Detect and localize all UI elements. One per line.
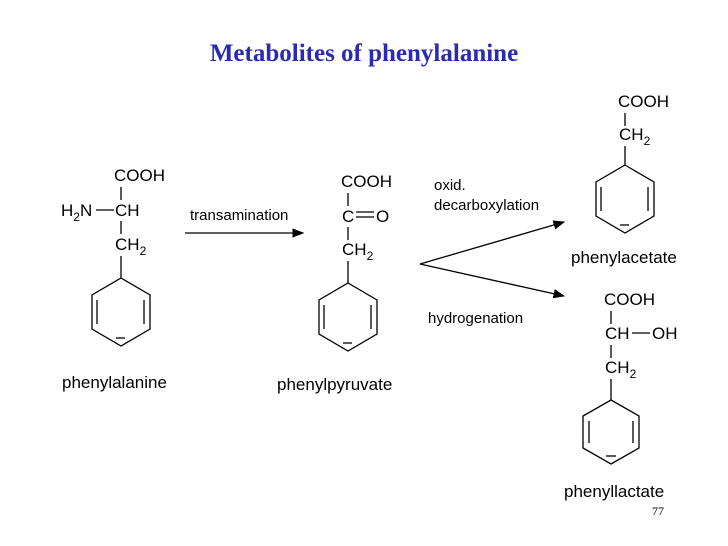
phenylpyruvate-label: phenylpyruvate <box>277 375 392 394</box>
phenylpyruvate-structure: COOH C O CH2 phenylpyruvate <box>277 172 392 394</box>
phenylacetate-benzene-ring <box>595 164 655 234</box>
phenylacetate-label: phenylacetate <box>571 248 677 267</box>
phenylalanine-amino-group: H2N <box>61 201 92 224</box>
hydrogenation-label: hydrogenation <box>428 310 523 327</box>
phenylpyruvate-cooh: COOH <box>341 172 392 191</box>
transamination-label: transamination <box>190 207 288 224</box>
phenylacetate-cooh: COOH <box>618 92 669 111</box>
phenylacetate-ch2: CH2 <box>619 125 651 148</box>
phenyllactate-ch2: CH2 <box>605 358 637 381</box>
hydrogenation-arrow <box>419 263 566 299</box>
phenyllactate-oh: OH <box>652 324 678 343</box>
phenyllactate-structure: COOH CH OH CH2 phenyllactate <box>564 290 678 501</box>
phenyllactate-ch: CH <box>605 324 630 343</box>
slide-title: Metabolites of phenylalanine <box>210 40 518 67</box>
phenyllactate-benzene-ring <box>582 399 640 465</box>
phenylalanine-ch2: CH2 <box>115 235 147 258</box>
phenylpyruvate-carbonyl-c: C <box>342 207 354 226</box>
phenylpyruvate-oxygen: O <box>376 207 389 226</box>
phenylalanine-structure: COOH H2N CH CH2 phenylalanine <box>61 166 167 392</box>
phenylpyruvate-ch2: CH2 <box>342 240 374 263</box>
phenylalanine-label: phenylalanine <box>62 373 167 392</box>
phenyllactate-label: phenyllactate <box>564 482 664 501</box>
phenyllactate-cooh: COOH <box>604 290 655 309</box>
oxid-decarboxylation-arrow <box>419 220 566 265</box>
page-number: 77 <box>652 504 664 518</box>
oxidation-label: oxid. <box>434 177 466 194</box>
decarboxylation-label: decarboxylation <box>434 197 539 214</box>
phenylalanine-benzene-ring <box>91 277 151 347</box>
phenylacetate-structure: COOH CH2 phenylacetate <box>571 92 677 267</box>
phenylalanine-cooh: COOH <box>114 166 165 185</box>
phenylpyruvate-benzene-ring <box>318 282 378 352</box>
phenylalanine-ch: CH <box>115 201 140 220</box>
